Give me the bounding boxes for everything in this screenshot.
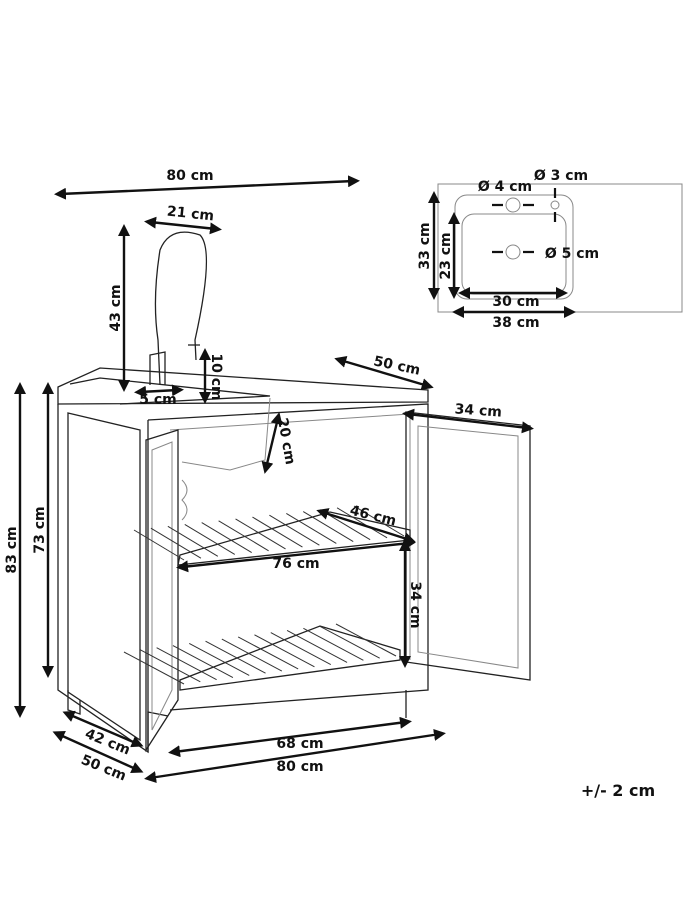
base-inner-width-label: 68 cm xyxy=(276,736,323,752)
front-frame xyxy=(147,403,429,711)
total-height-label: 83 cm xyxy=(4,526,20,573)
basin-depth-label: 20 cm xyxy=(274,417,298,466)
shelf-slat xyxy=(188,642,250,676)
shelf-width-label: 76 cm xyxy=(272,556,319,572)
shelf-slat xyxy=(286,630,348,663)
faucet-hole-label: Ø 4 cm xyxy=(478,179,532,195)
outer-depth-label: 33 cm xyxy=(417,222,433,269)
shelf-slat xyxy=(150,527,202,559)
shelf-slat xyxy=(335,623,397,657)
dimension-lines xyxy=(14,175,534,784)
base-outer-width-label: 80 cm xyxy=(276,759,323,775)
door-width-label: 34 cm xyxy=(454,401,502,420)
cabinet-drawing xyxy=(57,231,531,754)
faucet-height-label: 43 cm xyxy=(108,284,124,331)
side-panel xyxy=(57,404,149,754)
small-hole xyxy=(550,200,560,210)
lower-shelf-slats xyxy=(123,623,397,685)
left-door xyxy=(145,429,179,753)
outer-width-label: 38 cm xyxy=(492,315,539,331)
overall-width-top-label: 80 cm xyxy=(166,168,213,184)
basin-underside xyxy=(181,397,271,471)
dimension-labels: 80 cm 21 cm 43 cm 10 cm 5 cm 50 cm 20 cm… xyxy=(4,168,655,800)
shelf-slat xyxy=(221,638,283,672)
shelf-slat xyxy=(140,649,201,683)
shelf-slat xyxy=(218,520,269,552)
countertop-depth-label: 50 cm xyxy=(372,353,422,378)
shelf-slat xyxy=(205,640,266,674)
shelf-depth-label: 46 cm xyxy=(348,503,398,530)
shelf-slat xyxy=(270,632,332,666)
faucet-spout-height-label: 10 cm xyxy=(208,353,224,400)
drain-pipe xyxy=(181,479,188,521)
inner-width-label: 30 cm xyxy=(492,294,539,310)
shelf-spacing-label: 34 cm xyxy=(407,581,423,628)
sink-top-view: Ø 4 cm Ø 3 cm Ø 5 cm 33 cm 23 cm 30 cm 3… xyxy=(417,168,683,331)
shelf-slat xyxy=(254,634,315,668)
sink-basin-rim xyxy=(69,377,271,405)
shelf-slat xyxy=(123,651,185,685)
shelf-slat xyxy=(184,524,236,555)
shelf-slat xyxy=(201,522,252,554)
faucet xyxy=(154,231,208,386)
shelf-slat xyxy=(303,627,364,661)
shelf-slat xyxy=(172,645,234,678)
shelf-slat xyxy=(319,625,380,659)
faucet-offset-label: 5 cm xyxy=(139,392,177,408)
small-hole-label: Ø 3 cm xyxy=(534,168,588,184)
drain-hole xyxy=(505,244,521,260)
right-door xyxy=(405,411,531,681)
shelf-slat xyxy=(237,636,299,670)
tolerance-label: +/- 2 cm xyxy=(581,781,655,800)
shelf-slat xyxy=(156,647,217,681)
countertop xyxy=(57,367,429,405)
drain-hole-label: Ø 5 cm xyxy=(545,246,599,262)
inner-depth-label: 23 cm xyxy=(438,232,454,279)
shelf-slat xyxy=(235,518,286,550)
shelf-slat xyxy=(133,529,185,561)
lower-shelf xyxy=(179,625,401,691)
base-depth-outer-label: 50 cm xyxy=(79,752,129,785)
faucet-reach-label: 21 cm xyxy=(166,204,215,225)
side-panel-frame xyxy=(67,412,141,742)
faucet-hole xyxy=(505,197,521,213)
shelf-slat xyxy=(269,514,320,546)
body-height-label: 73 cm xyxy=(32,506,48,553)
